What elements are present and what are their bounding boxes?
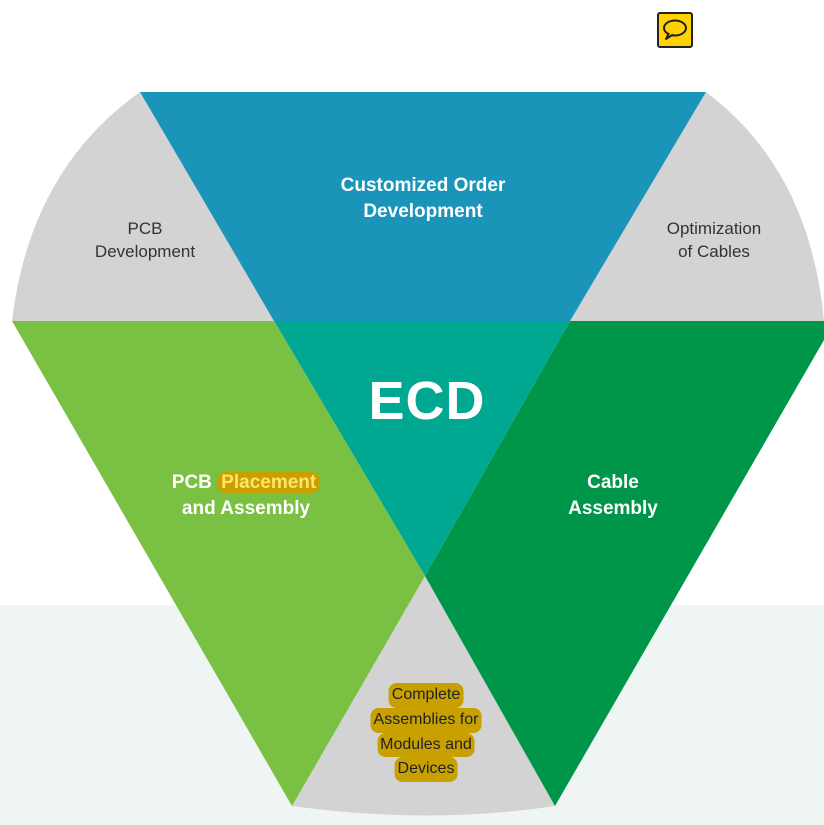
label-top-right: Optimization of Cables <box>667 218 761 264</box>
label-right-line1: Cable <box>587 472 639 493</box>
label-top-line1: Customized Order <box>340 175 506 196</box>
comment-button[interactable] <box>657 12 693 48</box>
label-left-prefix: PCB <box>171 472 212 493</box>
speech-bubble-icon <box>663 19 687 40</box>
label-left-line1: PCB Placement <box>171 470 321 496</box>
segment-left <box>12 321 425 806</box>
label-top-right-line2: of Cables <box>678 241 750 261</box>
segment-top-right <box>570 92 824 321</box>
label-top-line2: Development <box>363 200 483 222</box>
center-label: ECD <box>368 371 486 431</box>
label-bottom-line4: Devices <box>394 757 458 783</box>
segment-top-left <box>12 92 274 321</box>
label-bottom-line3: Modules and <box>377 732 475 758</box>
label-bottom-line1: Complete <box>388 683 464 708</box>
label-top: Customized Order Development <box>341 173 506 224</box>
label-bottom: Complete Assemblies for Modules and Devi… <box>370 683 482 783</box>
label-right-line2: Assembly <box>568 497 658 519</box>
label-top-right-line1: Optimization <box>666 219 762 238</box>
label-bottom-line2: Assemblies for <box>370 707 482 733</box>
label-top-left-line2: Development <box>94 241 196 261</box>
label-top-left-line1: PCB <box>127 219 163 238</box>
label-top-left: PCB Development <box>95 218 195 264</box>
segment-right <box>425 321 824 806</box>
label-left: PCB Placement and Assembly <box>171 470 321 521</box>
label-left-line2: and Assembly <box>181 497 311 519</box>
label-left-highlight: Placement <box>217 472 321 493</box>
segment-center <box>274 321 570 576</box>
segment-top <box>140 92 706 321</box>
label-right: Cable Assembly <box>568 470 658 521</box>
